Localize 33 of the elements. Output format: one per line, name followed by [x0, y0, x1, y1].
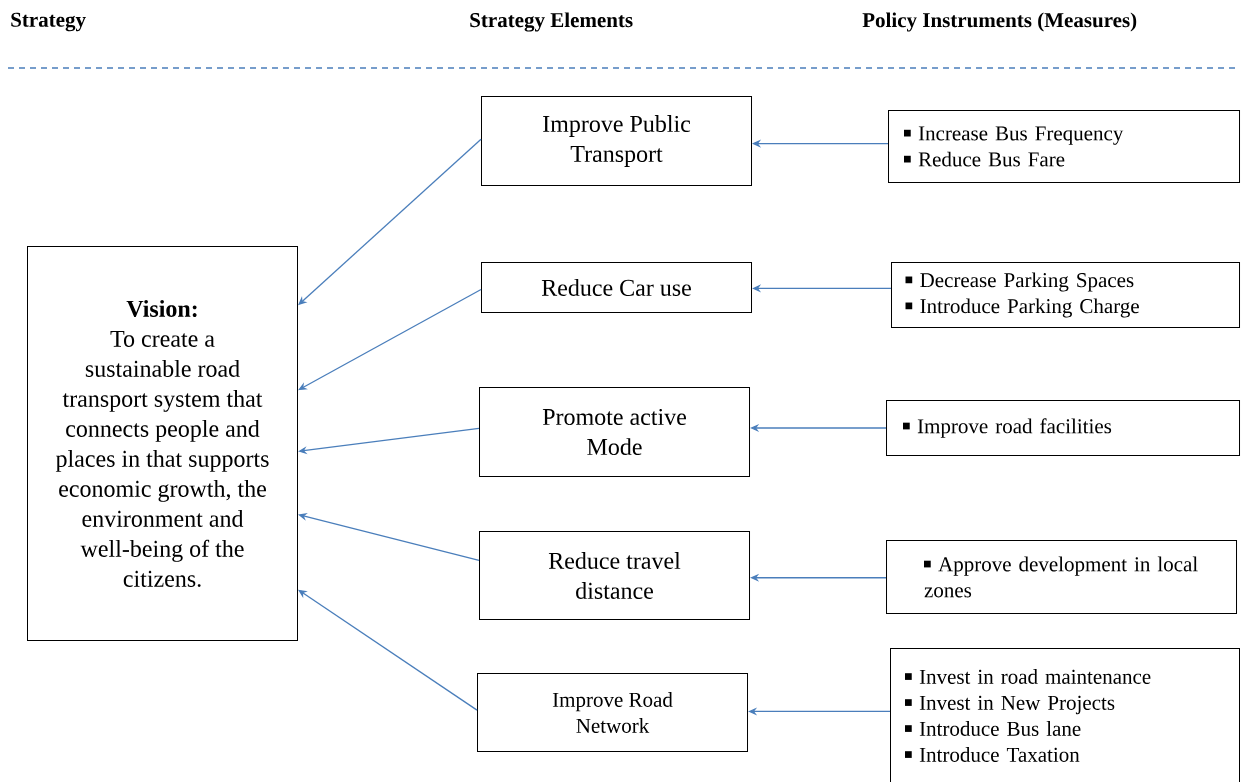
arrow [298, 427, 480, 455]
measure-box [888, 110, 1240, 183]
node-label: Introduce Bus lane [919, 721, 1081, 736]
node-label: Reduce Bus Fare [918, 151, 1065, 167]
node-label: Reduce Car use [541, 279, 691, 296]
vision-box [27, 246, 298, 641]
arrow [298, 288, 482, 391]
node-label: Improve Road Network [552, 692, 673, 733]
node-label: Promote active Mode [542, 408, 687, 456]
node-label: Approve development in local zones [924, 556, 1198, 598]
column-heading: Policy Instruments (Measures) [862, 12, 1137, 32]
strategy-box [481, 96, 752, 186]
node-label: Increase Bus Frequency [918, 126, 1124, 145]
node-label: Invest in New Projects [919, 695, 1115, 715]
node-label: Introduce Taxation [919, 747, 1080, 762]
node-label: Decrease Parking Spaces [920, 272, 1134, 292]
node-label: Invest in road maintenance [919, 669, 1151, 684]
measure-box [891, 262, 1240, 328]
node-label: Improve Public Transport [543, 115, 691, 167]
node-label: Improve road facilities [917, 418, 1112, 438]
strategy-box [479, 387, 750, 477]
column-heading: Strategy Elements [470, 12, 633, 32]
strategy-box [481, 262, 752, 313]
column-heading: Strategy [11, 12, 86, 32]
strategy-box [477, 673, 748, 752]
node-label: Introduce Parking Charge [920, 298, 1139, 318]
measure-box [886, 400, 1240, 456]
arrow [298, 589, 478, 711]
node-label: Reduce travel distance [548, 552, 681, 599]
node-label: Vision: [126, 300, 197, 318]
strategy-box [479, 531, 750, 620]
node-label: To create a sustainable road transport system that connects people and places in that supports economic growth, the environment and well-being of the citizens. [55, 330, 269, 588]
measure-box [886, 540, 1237, 614]
